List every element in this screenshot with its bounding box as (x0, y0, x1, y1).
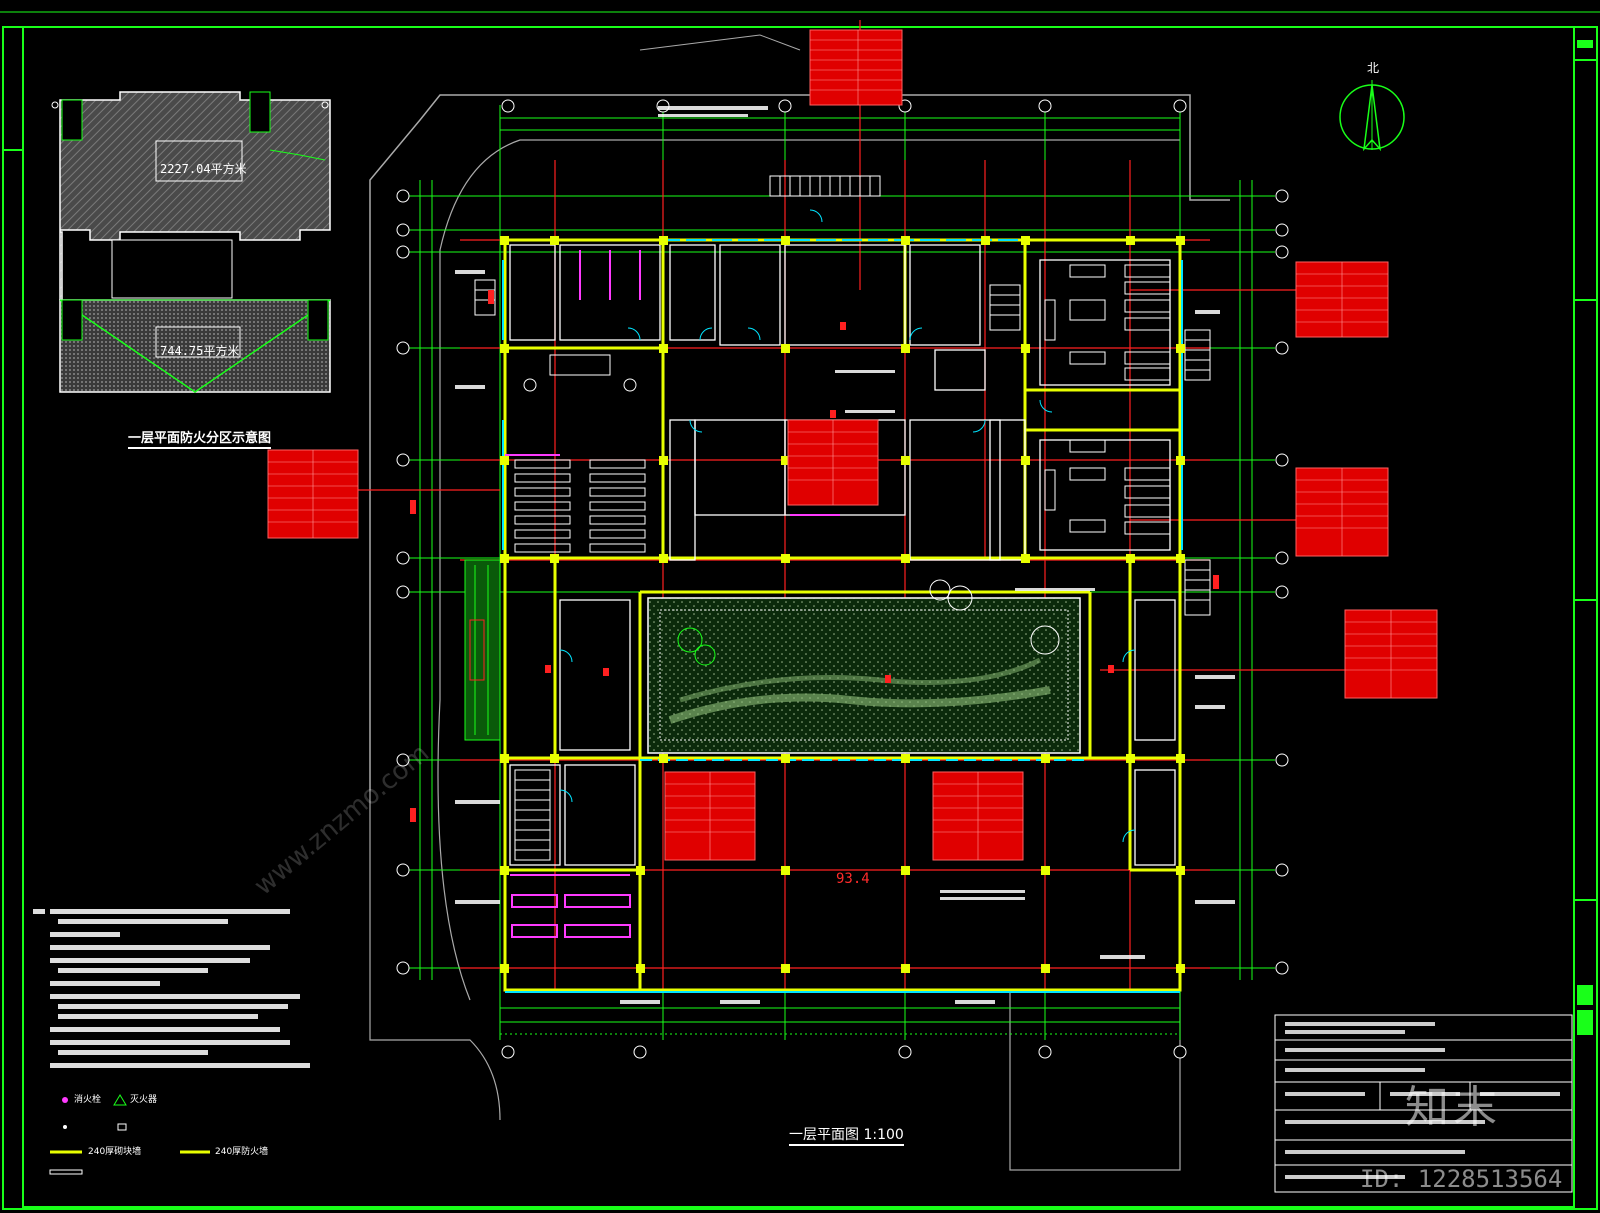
dimension-lines (419, 117, 1253, 1035)
title-block (1274, 1014, 1573, 1193)
grid-bubbles (396, 99, 1289, 1059)
watermark-id: ID: 1228513564 (1360, 1165, 1563, 1193)
lecture-seating (514, 354, 646, 553)
hydrant-markers (410, 290, 1219, 822)
fire-zone-key-plan (51, 91, 331, 393)
plan-title: 一层平面图 1:100 (789, 1127, 904, 1146)
floor-elevation: 93.4 (836, 871, 870, 887)
title-block-text (1285, 1022, 1560, 1179)
legend-wall-label: 240厚砌块墙 (88, 1147, 142, 1157)
partitions (509, 244, 1176, 866)
compass-north-label: 北 (1367, 61, 1380, 75)
legend-hydrant-label: 消火栓 (74, 1095, 102, 1105)
fire-zone-key-title: 一层平面防火分区示意图 (128, 432, 272, 449)
legend (49, 1094, 210, 1175)
fire-zone-1-area: 2227.04平方米 (160, 162, 247, 176)
equipment-table-rules (268, 30, 1437, 860)
plan-title-text: 一层平面图 1:100 (789, 1127, 904, 1143)
west-ramp (464, 559, 501, 741)
fire-zone-2-area: 744.75平方米 (160, 344, 240, 358)
courtyard (647, 579, 1081, 754)
site-boundary (369, 94, 1230, 790)
glazing (502, 239, 1183, 993)
legend-hydrant-symbol (62, 1097, 68, 1103)
general-notes (33, 909, 310, 1068)
stairs (474, 175, 1211, 861)
legend-extinguisher-symbol (113, 1094, 127, 1106)
legend-fire-wall-label: 240厚防火墙 (215, 1147, 269, 1157)
fire-zone-1-notch (111, 239, 233, 299)
toilet-partitions (505, 250, 840, 938)
door-swings (559, 209, 1136, 843)
annotation-leaders (455, 106, 1235, 1004)
legend-extinguisher-label: 灭火器 (130, 1095, 158, 1105)
columns (500, 236, 1185, 973)
watermark-logo: 知末 (1405, 1082, 1501, 1133)
side-strip-marks (1577, 40, 1593, 1035)
classroom-desks (1044, 264, 1171, 535)
sheet-frame (0, 11, 1600, 1210)
north-arrow (1339, 80, 1405, 152)
main-floor-plan (267, 20, 1438, 1171)
